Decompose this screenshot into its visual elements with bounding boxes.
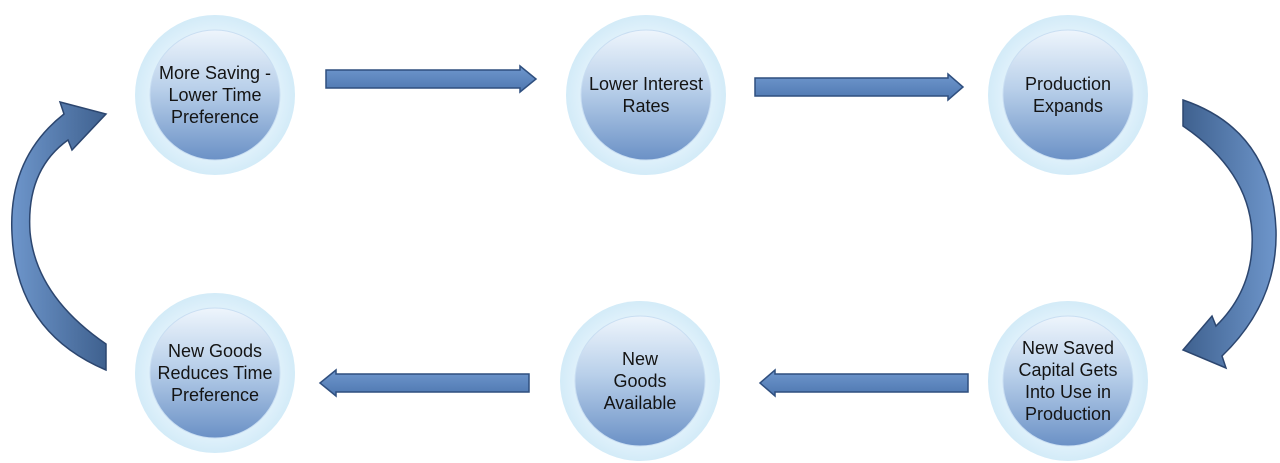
node-label-line: New xyxy=(622,349,659,369)
node-circle xyxy=(149,307,281,439)
node-label-line: Lower Time xyxy=(168,85,261,105)
curved-arrow-production-to-capital xyxy=(1181,98,1277,370)
edges-layer xyxy=(11,64,1277,398)
node-label-line: Expands xyxy=(1033,96,1103,116)
node-label-line: Available xyxy=(604,393,677,413)
node-label-line: More Saving - xyxy=(159,63,271,83)
node-circle xyxy=(1002,29,1134,161)
node-label-line: Preference xyxy=(171,107,259,127)
node-label-line: Reduces Time xyxy=(157,363,272,383)
node-label-line: Rates xyxy=(622,96,669,116)
node-label-line: Into Use in xyxy=(1025,382,1111,402)
node-circle xyxy=(149,29,281,161)
node-label-line: Production xyxy=(1025,74,1111,94)
node-label-line: Goods xyxy=(613,371,666,391)
arrow-goods-available-to-reduces xyxy=(318,368,530,398)
node-label-line: New Saved xyxy=(1022,338,1114,358)
node-label-line: Lower Interest xyxy=(589,74,703,94)
arrow-capital-to-goods-available xyxy=(758,368,969,398)
curved-arrow-reduces-to-saving xyxy=(11,100,108,372)
node-circle xyxy=(1002,315,1134,447)
node-circle xyxy=(574,315,706,447)
arrow-rates-to-production xyxy=(754,72,965,102)
node-label-line: Capital Gets xyxy=(1018,360,1117,380)
arrow-saving-to-rates xyxy=(325,64,538,94)
node-label-line: New Goods xyxy=(168,341,262,361)
node-circle xyxy=(580,29,712,161)
node-label-line: Production xyxy=(1025,404,1111,424)
node-label-line: Preference xyxy=(171,385,259,405)
